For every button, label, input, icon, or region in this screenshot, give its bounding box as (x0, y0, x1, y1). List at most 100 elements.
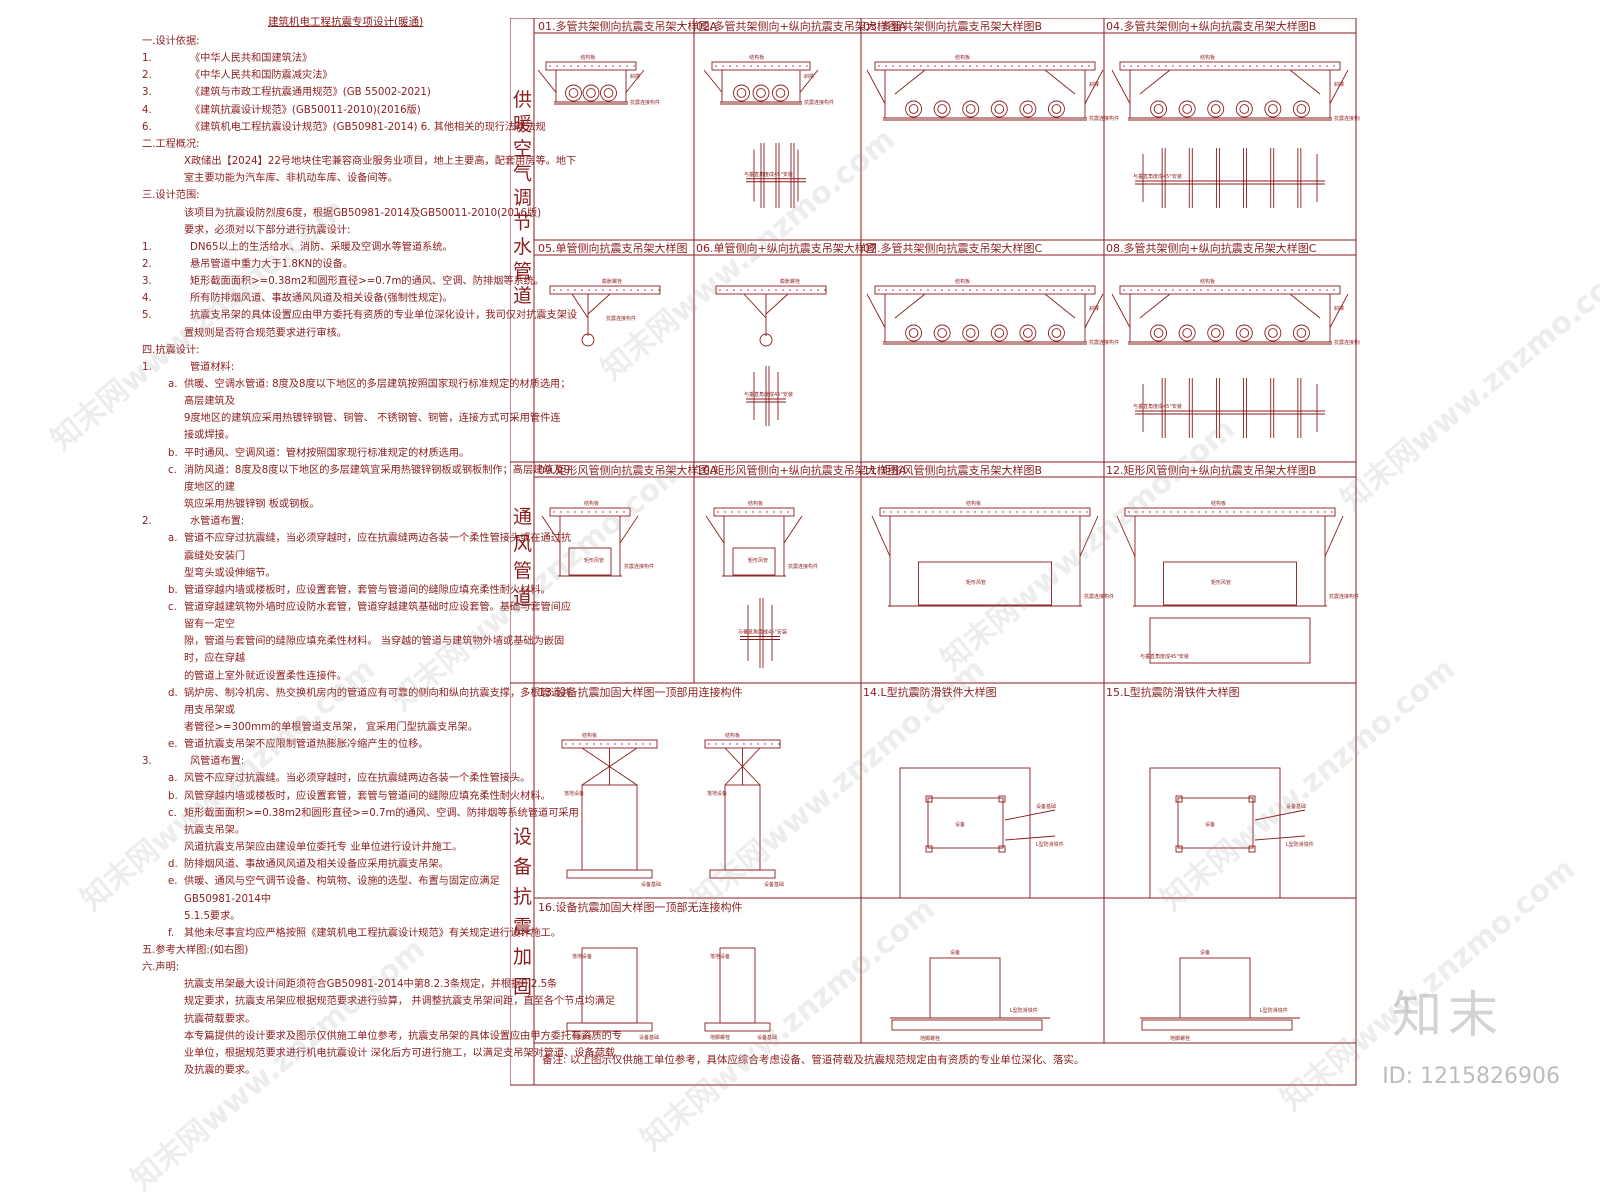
note-label: 地脚螺栓 (572, 1034, 592, 1041)
notes-line: a. (168, 533, 178, 545)
category-char: 备 (513, 856, 532, 878)
note-label: L型防滑铁件 (1260, 1007, 1288, 1014)
brand-mark: 知末 (1392, 986, 1504, 1044)
note-label: 地脚螺栓 (710, 1034, 730, 1041)
notes-line: 本专篇提供的设计要求及图示仅供施工单位参考，抗震支吊架的具体设置应由甲方委托有资… (184, 1030, 623, 1042)
notes-line: 悬吊管道中重力大于1.8KN的设备。 (190, 258, 353, 270)
note-label: 结构板 (1211, 500, 1226, 507)
notes-line: 留有一定空 (184, 619, 235, 631)
note-label: 结构板 (955, 54, 970, 61)
category-char: 震 (513, 916, 532, 938)
notes-line: 规定要求，抗震支吊架应根据规范要求进行验算， 并调整抗震支吊架间距，直至各个节点… (184, 996, 616, 1008)
notes-line: 防排烟风道、事故通风风道及相关设备应采用抗震支吊架。 (184, 859, 449, 871)
note-label: L型防滑铁件 (1010, 1007, 1038, 1014)
note-label: 抗震连接构件 (606, 315, 636, 322)
notes-line: 的管道上室外就近设置柔性连接件。 (184, 670, 347, 682)
panel-title-p01: 01.多管共架侧向抗震支吊架大样图A (538, 19, 717, 33)
note-label: 抗震连接构件 (1084, 593, 1114, 600)
category-char: 水 (513, 236, 532, 258)
notes-line: 时，应在穿越 (184, 653, 246, 665)
notes-line: 2. (142, 70, 152, 82)
note-label: 与垂直角度成45°安装 (744, 391, 793, 398)
note-label: 抗震连接构件 (1334, 115, 1360, 122)
note-label: 斜撑 (1334, 305, 1344, 312)
category-char: 设 (513, 826, 532, 848)
notes-line: 风管穿越内墙或楼板时，应设置套管，套管与管道间的缝隙应填充柔性耐火材料。 (184, 790, 551, 802)
panel-title-p04: 04.多管共架侧向+纵向抗震支吊架大样图B (1106, 19, 1316, 33)
notes-line: b. (168, 790, 178, 802)
note-label: 结构板 (1200, 278, 1215, 285)
note-label: 结构板 (1200, 54, 1215, 61)
note-label: 落地设备 (564, 790, 584, 797)
category-char: 固 (513, 976, 532, 998)
category-char: 暖 (513, 114, 532, 136)
note-label: 矩形风管 (1211, 579, 1231, 586)
notes-line: 置规则是否符合规范要求进行审核。 (184, 327, 347, 339)
notes-line: 度地区的建 (184, 481, 235, 493)
note-label: 矩形风管 (966, 579, 986, 586)
notes-line: 该项目为抗震设防烈度6度，根据GB50981-2014及GB50011-2010… (184, 207, 542, 219)
note-label: L型防滑铁件 (1036, 841, 1064, 848)
notes-line: 1. (142, 361, 152, 373)
note-label: 设备基础 (639, 1034, 659, 1041)
notes-line: 一.设计依据: (142, 36, 200, 47)
note-label: 结构板 (725, 732, 740, 739)
notes-line: 型弯头或设伸缩节。 (184, 567, 276, 579)
notes-title: 建筑机电工程抗震专项设计(暖通) (268, 16, 424, 28)
notes-line: c. (168, 601, 177, 613)
notes-line: 四.抗震设计: (142, 344, 200, 356)
notes-line: 管道穿越建筑物外墙时应设防水套管，管道穿越建筑基础时应设套管。基础与套管间应 (184, 601, 572, 613)
notes-line: 4. (142, 293, 152, 305)
notes-line: 管道抗震支吊架不应限制管道热膨胀冷缩产生的位移。 (184, 739, 429, 751)
notes-line: 风管道布置: (190, 756, 245, 768)
note-label: 落地设备 (707, 790, 727, 797)
notes-line: 五.参考大样图:(如右图) (142, 944, 249, 956)
notes-line: 室主要功能为汽车库、非机动车库、设备间等。 (184, 173, 398, 185)
note-label: 斜撑 (804, 73, 814, 80)
panel-title-p03: 03.多管共架侧向抗震支吊架大样图B (863, 19, 1042, 33)
category-char: 节 (513, 212, 532, 234)
notes-line: DN65以上的生活给水、消防、采暖及空调水等管道系统。 (190, 241, 453, 253)
panel-title-p11: 11.矩形风管侧向抗震支吊架大样图B (863, 463, 1042, 477)
note-label: 设备 (1200, 949, 1210, 956)
notes-line: 1. (142, 53, 152, 65)
notes-line: b. (168, 447, 178, 459)
panel-title-p09: 09.矩形风管侧向抗震支吊架大样图A (538, 463, 717, 477)
panel-title-p06: 06.单管侧向+纵向抗震支吊架大样图 (696, 241, 877, 255)
notes-line: a. (168, 379, 178, 390)
notes-line: 六.声明: (142, 962, 180, 974)
notes-line: 管道材料: (190, 361, 235, 373)
notes-line: 用支吊架或 (184, 704, 235, 716)
note-label: 与垂直角度成45°安装 (1133, 403, 1182, 410)
note-label: 抗震连接构件 (804, 99, 834, 106)
panel-title-p16: 16.设备抗震加固大样图一顶部无连接构件 (538, 900, 743, 914)
note-label: 结构板 (966, 500, 981, 507)
note-label: 结构板 (749, 54, 764, 61)
note-label: 与垂直角度成45°安装 (744, 171, 793, 178)
note-label: 抗震连接构件 (788, 563, 818, 570)
category-char: 供 (513, 89, 532, 111)
note-label: 与垂直角度成45°安装 (1140, 653, 1189, 660)
note-label: 抗震连接构件 (1334, 339, 1360, 346)
note-label: 斜撑 (1334, 81, 1344, 88)
note-label: 落地设备 (572, 953, 592, 960)
notes-line: 业单位，根据规范要求进行机电抗震设计 深化后方可进行施工，以满足支吊架对管道、设… (184, 1047, 616, 1059)
notes-line: 抗震支吊架的具体设置应由甲方委托有资质的专业单位深化设计，我司仅对抗震支架设 (190, 310, 578, 322)
notes-line: 锅炉房、制冷机房、热交换机房内的管道应有可靠的侧向和纵向抗震支撑，多根管道共 (184, 687, 572, 699)
category-char: 空 (513, 138, 532, 160)
category-char: 抗 (513, 886, 532, 908)
notes-line: 及抗震的要求。 (184, 1065, 256, 1076)
note-label: 斜撑 (630, 73, 640, 80)
panel-title-p13: 13.设备抗震加固大样图一顶部用连接构件 (538, 685, 743, 699)
panel-title-p07: 07.多管共架侧向抗震支吊架大样图C (863, 241, 1042, 255)
note-label: 抗震连接构件 (1089, 339, 1119, 346)
category-char: 气 (513, 163, 532, 185)
notes-line: 5.1.5要求。 (184, 910, 241, 922)
notes-line: 高层建筑及 (184, 396, 235, 408)
notes-line: 所有防排烟风道、事故通风风道及相关设备(强制性规定)。 (190, 293, 453, 305)
note-label: 斜撑 (1089, 305, 1099, 312)
notes-line: e. (168, 876, 178, 888)
footer-note: 备注: 以上图示仅供施工单位参考，具体应综合考虑设备、管道荷载及抗震规范规定由有… (542, 1053, 1084, 1066)
notes-line: 《中华人民共和国建筑法》 (190, 53, 313, 65)
notes-line: 5. (142, 310, 152, 322)
